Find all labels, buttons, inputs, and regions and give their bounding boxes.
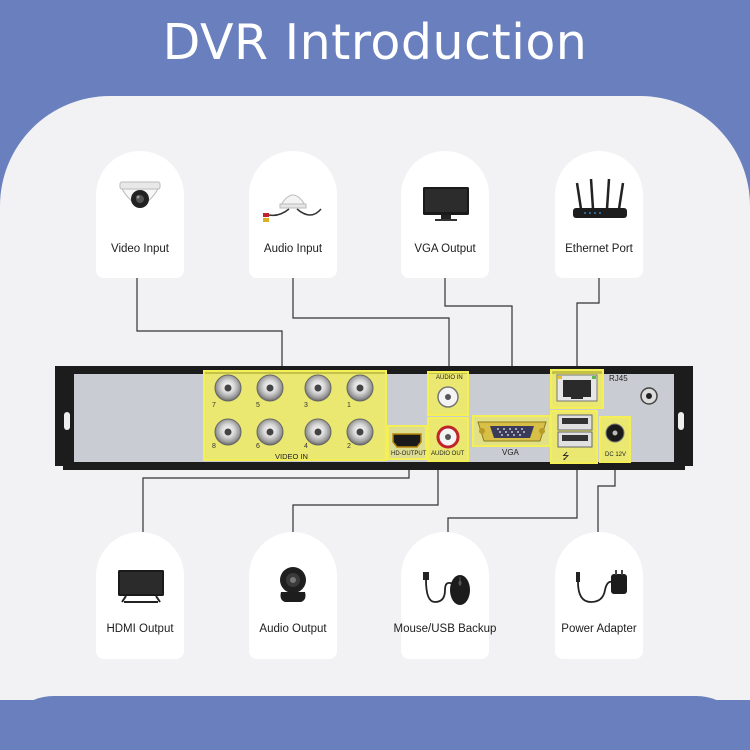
port-number: 1 (347, 402, 351, 409)
wire-audio-output (292, 462, 439, 532)
wire-vga-output (444, 278, 513, 422)
port-number: 8 (212, 443, 216, 450)
monitor-icon (423, 187, 469, 221)
card-label: Audio Output (259, 623, 327, 635)
mouse-icon (423, 572, 470, 605)
header-banner: DVR Introduction (0, 0, 750, 100)
card-mouse-usb: Mouse/USB Backup (394, 532, 496, 659)
audio-in-label: AUDIO IN (436, 375, 463, 381)
speaker-icon (280, 567, 306, 602)
hdmi-port (392, 433, 422, 448)
tv-icon (118, 570, 164, 603)
port-number: 4 (304, 443, 308, 450)
wire-mouse-usb (447, 463, 578, 532)
card-hdmi-output: HDMI Output (96, 532, 184, 659)
card-audio-input: Audio Input (249, 151, 337, 278)
card-audio-output: Audio Output (249, 532, 337, 659)
bnc-ports (214, 374, 374, 446)
rj45-label: RJ45 (609, 374, 628, 383)
wire-audio-input (292, 278, 450, 374)
card-label: Mouse/USB Backup (393, 623, 497, 635)
vga-label: VGA (502, 448, 519, 457)
microphone-icon (263, 194, 322, 222)
port-number: 3 (304, 402, 308, 409)
port-number: 2 (347, 443, 351, 450)
card-label: VGA Output (414, 243, 476, 255)
card-label: Audio Input (263, 243, 323, 255)
port-number: 5 (256, 402, 260, 409)
card-power-adapter: Power Adapter (555, 532, 643, 659)
wire-power-adapter (597, 463, 616, 532)
wire-video-input (136, 278, 283, 372)
dc-label: DC 12V (605, 452, 627, 458)
card-label: Power Adapter (561, 623, 637, 635)
hd-output-label: HD-OUTPUT (391, 451, 427, 457)
audio-out-label: AUDIO OUT (431, 451, 465, 457)
footer-band (0, 696, 750, 750)
port-number: 6 (256, 443, 260, 450)
card-vga-output: VGA Output (401, 151, 489, 278)
card-video-input: Video Input (96, 151, 184, 278)
card-label: Video Input (111, 243, 169, 255)
router-icon (573, 178, 627, 218)
card-label: HDMI Output (106, 623, 174, 635)
card-label: Ethernet Port (565, 243, 633, 255)
power-adapter-icon (576, 570, 627, 603)
card-ethernet-port: Ethernet Port (555, 151, 643, 278)
port-number: 7 (212, 402, 216, 409)
wire-ethernet-port (576, 278, 600, 373)
page-title: DVR Introduction (162, 14, 588, 71)
usb-symbol-icon: ⭍ (562, 451, 570, 461)
dome-camera-icon (119, 181, 161, 208)
highlight-audio-out (427, 417, 469, 462)
video-in-label: VIDEO IN (275, 452, 308, 461)
